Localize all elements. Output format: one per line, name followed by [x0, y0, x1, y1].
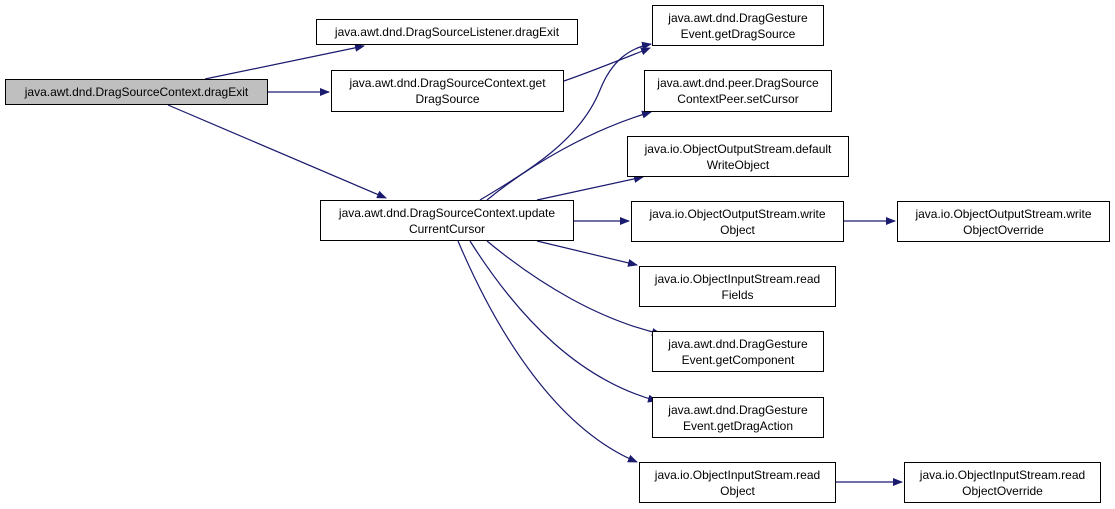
node-label-line: ContextPeer.setCursor [677, 92, 799, 106]
node-draggestureevent-getcomponent[interactable]: java.awt.dnd.DragGesture Event.getCompon… [652, 331, 824, 372]
node-objectoutputstream-defaultwriteobject[interactable]: java.io.ObjectOutputStream.default Write… [627, 136, 849, 177]
edge-n3-n9 [536, 240, 638, 267]
node-dragsourcecontext-getdragsource[interactable]: java.awt.dnd.DragSourceContext.get DragS… [331, 70, 564, 112]
node-label-line: java.io.ObjectInputStream.read [654, 467, 821, 482]
node-label-line: Event.getDragAction [682, 418, 794, 433]
node-objectoutputstream-writeobjectoverride[interactable]: java.io.ObjectOutputStream.write ObjectO… [897, 201, 1110, 242]
node-label-line: java.awt.dnd.DragSourceContext.dragExit [24, 85, 249, 99]
node-objectinputstream-readobjectoverride[interactable]: java.io.ObjectInputStream.read ObjectOve… [904, 462, 1101, 503]
node-label-line: java.awt.dnd.DragSourceContext.get [349, 76, 546, 90]
edge-n3-n5 [486, 110, 652, 201]
edge-n3-n4 [479, 41, 652, 201]
node-label-line: WriteObject [706, 157, 770, 172]
node-label-line: ObjectOverride [963, 222, 1044, 237]
edge-n3-n11 [469, 240, 658, 403]
node-label-line: Event.getDragSource [680, 26, 796, 41]
node-dragsourcecontext-dragexit[interactable]: java.awt.dnd.DragSourceContext.dragExit [5, 79, 268, 105]
edge-n0-n3 [167, 104, 387, 199]
node-label-line: CurrentCursor [408, 221, 485, 236]
edge-n3-n10 [486, 240, 662, 336]
node-draggestureevent-getdragaction[interactable]: java.awt.dnd.DragGesture Event.getDragAc… [652, 397, 824, 438]
node-label-line: DragSource [415, 92, 480, 106]
node-label-line: java.io.ObjectInputStream.read [654, 271, 821, 286]
node-objectinputstream-readfields[interactable]: java.io.ObjectInputStream.read Fields [639, 266, 836, 307]
edge-n3-n12 [457, 240, 638, 463]
node-label-line: Event.getComponent [681, 352, 795, 367]
node-label-line: java.awt.dnd.DragSourceContext.update [338, 205, 556, 220]
node-label-line: java.awt.dnd.peer.DragSource [657, 76, 819, 90]
node-dragsourcecontextpeer-setcursor[interactable]: java.awt.dnd.peer.DragSource ContextPeer… [644, 70, 832, 112]
node-label-line: Object [720, 483, 755, 498]
node-label-line: java.awt.dnd.DragGesture [668, 10, 808, 25]
node-label-line: Fields [721, 287, 754, 302]
node-label-line: Object [720, 222, 755, 237]
node-label-line: java.io.ObjectOutputStream.write [915, 206, 1092, 221]
node-label-line: java.awt.dnd.DragSourceListener.dragExit [334, 25, 560, 39]
node-dragsourcecontext-updatecurrentcursor[interactable]: java.awt.dnd.DragSourceContext.update Cu… [320, 200, 574, 241]
node-label-line: ObjectOverride [962, 483, 1043, 498]
node-label-line: java.io.ObjectInputStream.read [919, 467, 1086, 482]
node-objectinputstream-readobject[interactable]: java.io.ObjectInputStream.read Object [639, 462, 836, 503]
node-label-line: java.awt.dnd.DragGesture [668, 336, 808, 351]
edge-n2-n4 [563, 47, 651, 82]
node-label-line: java.awt.dnd.DragGesture [668, 402, 808, 417]
node-label-line: java.io.ObjectOutputStream.default [644, 141, 832, 156]
node-objectoutputstream-writeobject[interactable]: java.io.ObjectOutputStream.write Object [631, 201, 844, 242]
node-draggestureevent-getdragsource[interactable]: java.awt.dnd.DragGesture Event.getDragSo… [652, 5, 824, 46]
node-label-line: java.io.ObjectOutputStream.write [649, 206, 826, 221]
node-dragsourcelistener-dragexit[interactable]: java.awt.dnd.DragSourceListener.dragExit [316, 19, 578, 45]
edge-n3-n6 [536, 174, 644, 201]
edge-n0-n1 [204, 43, 365, 80]
